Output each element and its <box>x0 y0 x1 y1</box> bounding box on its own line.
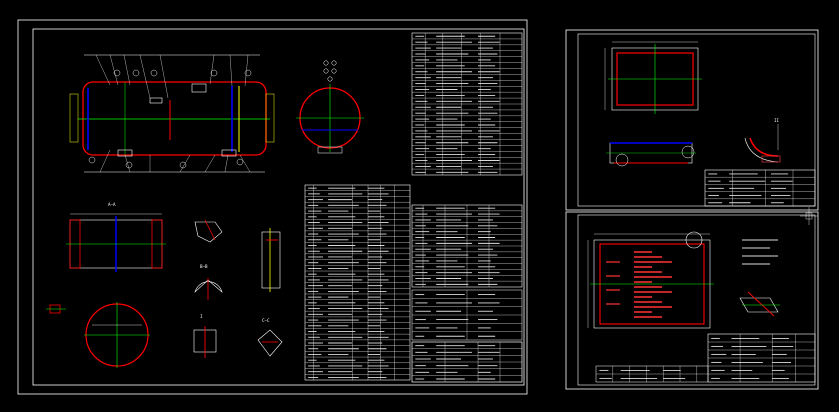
parts-list-grid <box>305 185 410 380</box>
detail-support-plate <box>261 231 281 289</box>
crosshair-cursor <box>800 207 818 225</box>
tank-nozzle-a <box>149 97 163 104</box>
rt-corner-detail: II <box>744 118 781 163</box>
right-bottom-outer-frame <box>565 211 819 390</box>
right-bottom-inner-frame <box>577 214 816 386</box>
rb-corner-shape <box>739 297 779 313</box>
detail-bracket-view <box>194 221 223 243</box>
detail-views-right: C—C <box>257 228 283 357</box>
rt-corner-red-profile <box>749 137 779 157</box>
section-aa-view: A—A <box>66 202 166 272</box>
detail-ii-label: II <box>774 118 780 123</box>
notes-block <box>411 289 523 341</box>
tank-right-nozzle-group <box>265 93 275 143</box>
rt-elevation-view <box>606 142 696 167</box>
tank-end-view <box>296 60 364 154</box>
notes-block-lines <box>412 290 522 340</box>
main-title-block <box>411 341 523 383</box>
rb-title-block-grid <box>708 334 815 382</box>
tank-leader-lines <box>95 54 251 173</box>
rt-title-block-border <box>704 169 816 207</box>
rb-corner-detail <box>739 291 780 317</box>
detail-arc-view <box>194 279 223 293</box>
nozzle-table <box>411 32 523 176</box>
tank-left-nozzle-group <box>69 93 79 143</box>
right-bottom-sheet <box>565 211 819 390</box>
rt-elevation-detail-circle-left <box>615 153 629 167</box>
bottom-circle-detail <box>84 302 150 368</box>
main-sheet-inner-frame <box>32 28 525 386</box>
rb-revision-strip <box>595 365 709 383</box>
rt-title-block <box>704 169 816 207</box>
detail-views-small: B—B I <box>193 219 223 358</box>
tank-balloon-markers <box>88 69 252 169</box>
detail-diamond-view <box>257 329 283 357</box>
rt-plan-view <box>604 41 702 114</box>
main-sheet: A—A B—B I C—C <box>17 19 528 395</box>
rb-title-block <box>707 333 816 383</box>
rb-plan-detail-circle <box>685 231 703 249</box>
technical-spec-grid <box>412 205 522 287</box>
end-view-nozzle-stack <box>323 60 337 82</box>
rt-elevation-detail-circle-right <box>681 145 695 159</box>
rt-title-block-grid <box>705 170 815 206</box>
right-top-inner-frame <box>577 33 816 207</box>
tank-saddle-left <box>117 149 133 157</box>
rt-corner-hatch-box <box>761 155 781 163</box>
tank-manhole <box>191 83 207 93</box>
rb-revision-grid <box>596 366 708 382</box>
right-top-sheet: II <box>565 29 819 211</box>
tank-saddle-right <box>221 149 237 157</box>
rb-plan-view <box>587 231 714 329</box>
tank-elevation-view <box>69 54 275 173</box>
right-top-outer-frame <box>565 29 819 211</box>
section-bb-label: B—B <box>200 264 208 269</box>
end-view-saddle <box>317 146 343 154</box>
rb-plan-red-stripes <box>606 251 672 318</box>
rb-corner-red <box>747 291 775 317</box>
parts-list-table <box>304 184 411 381</box>
detail-i-label: I <box>200 314 203 319</box>
main-title-block-grid <box>412 342 522 382</box>
section-cc-label: C—C <box>262 318 270 323</box>
rb-notes-lines <box>742 239 778 265</box>
rt-corner-profile <box>744 137 779 163</box>
small-weld-detail <box>46 304 66 314</box>
detail-bracket-red <box>204 219 216 241</box>
nozzle-table-grid <box>412 33 522 175</box>
main-sheet-outer-frame <box>17 19 528 395</box>
technical-spec-table <box>411 204 523 288</box>
section-aa-label: A—A <box>108 202 116 207</box>
